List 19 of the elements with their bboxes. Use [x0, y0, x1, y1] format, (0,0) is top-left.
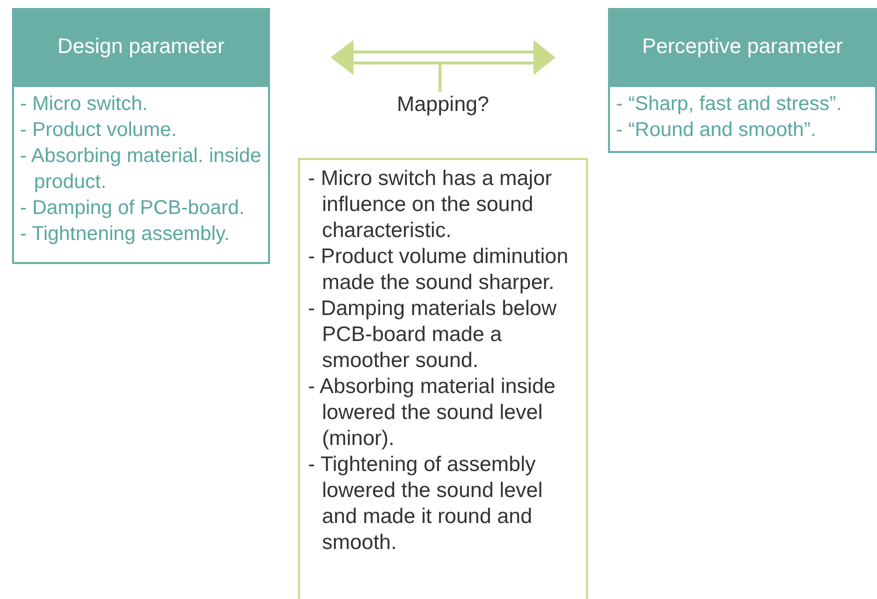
list-item: - “Round and smooth”.	[616, 118, 818, 143]
list-item: - Tightening of assembly lowered the sound level and made it round and smooth.	[308, 452, 544, 556]
list-item: - Tightnening assembly.	[20, 222, 231, 247]
list-item: - Product volume diminution made the sound sharper.	[308, 244, 570, 296]
list-item: - Damping materials below PCB-board made a smoother sound.	[308, 296, 558, 374]
list-box	[608, 85, 877, 153]
header-box	[608, 8, 877, 85]
list-item: - Absorbing material inside lowered the sound level (minor).	[308, 374, 556, 452]
list-item: - Product volume.	[20, 118, 178, 143]
header-text: Design parameter	[58, 34, 224, 60]
list-item: - “Sharp, fast and stress”.	[616, 92, 843, 117]
header-text: Perceptive parameter	[642, 34, 843, 60]
list-item: - Micro switch has a major influence on the sound characteristic.	[308, 166, 553, 244]
list-box	[12, 85, 270, 264]
list-item: - Damping of PCB-board.	[20, 196, 246, 221]
list-item: - Absorbing material. inside product.	[20, 144, 262, 195]
header-box	[12, 8, 270, 85]
mapping-heading: Mapping?	[396, 92, 490, 118]
list-item: - Micro switch.	[20, 92, 149, 117]
